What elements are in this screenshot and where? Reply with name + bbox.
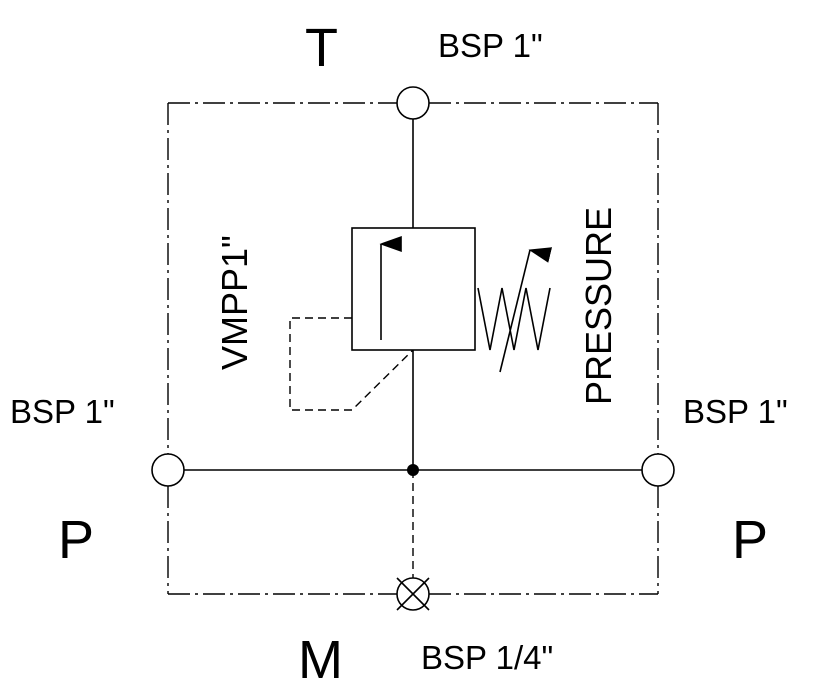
plugged-port-icon [396,577,430,611]
port-p-left-size: BSP 1" [10,393,115,430]
junction-dot-icon [407,464,419,476]
port-p-right-icon [641,453,675,487]
function-label: PRESSURE [578,207,619,405]
port-m-letter: M [298,630,343,690]
manifold-boundary [167,102,659,595]
port-t-icon [396,86,430,120]
port-m-size: BSP 1/4" [421,639,553,676]
relief-valve-symbol [289,227,476,411]
port-t-size: BSP 1" [438,27,543,64]
port-p-right-letter: P [732,510,768,570]
port-p-left-letter: P [58,510,94,570]
adjustable-spring-icon [477,247,553,373]
model-label: VMPP1" [214,235,255,370]
port-p-left-icon [151,453,185,487]
port-t-letter: T [305,18,338,78]
pilot-line [289,317,414,411]
port-p-right-size: BSP 1" [683,393,788,430]
